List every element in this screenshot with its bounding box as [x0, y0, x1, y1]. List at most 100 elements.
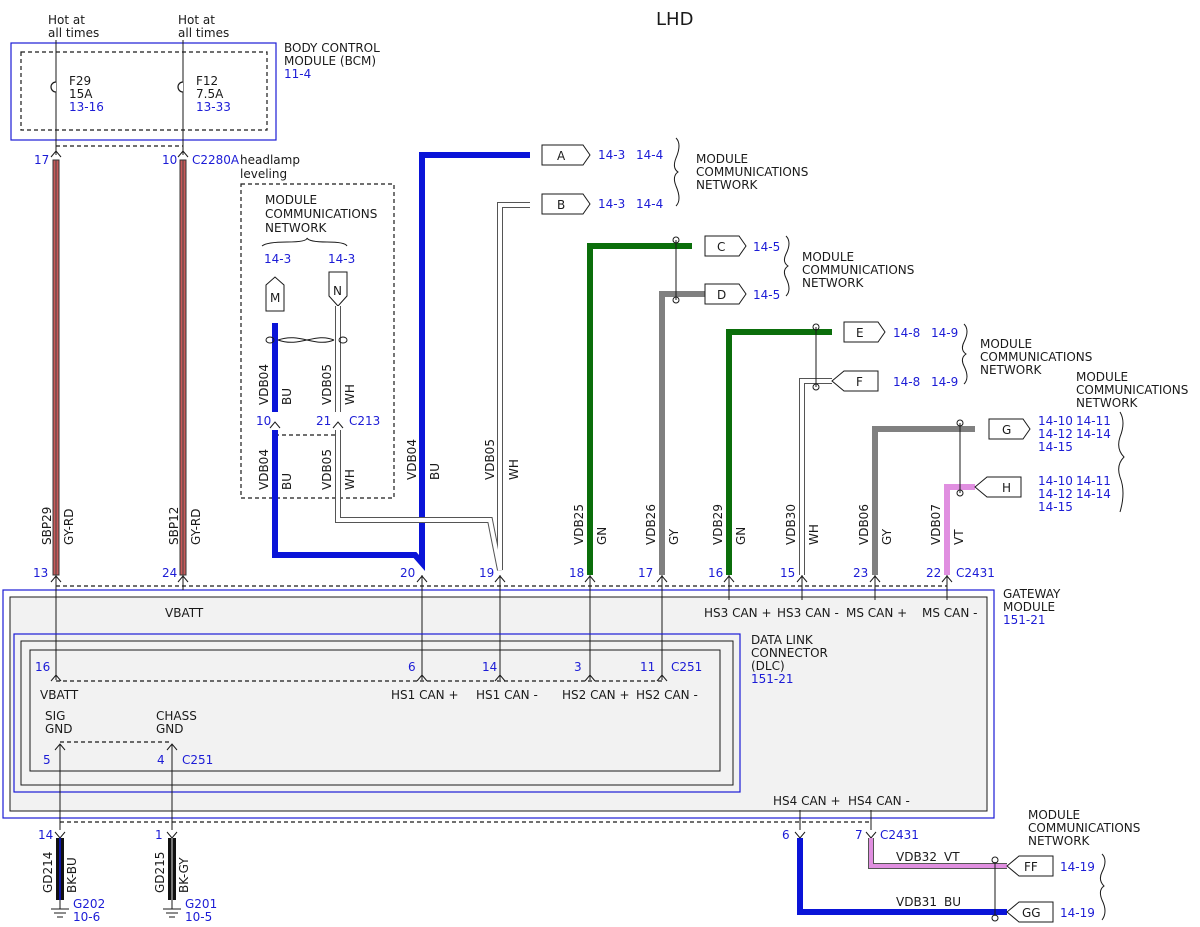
- gw-bottom-pin-7: 7: [855, 828, 863, 842]
- vdb06-circuit: VDB06: [857, 504, 871, 545]
- tag-h-icon: [974, 476, 1022, 498]
- gd214-color: BK-BU: [65, 857, 79, 893]
- twist-mn-cap-left: [265, 336, 275, 344]
- gd215-circuit: GD215: [153, 852, 167, 893]
- bcm-pin-17: 17: [34, 153, 49, 167]
- vdb05-wire: [336, 203, 530, 571]
- headlamp-pin-10: 10: [256, 414, 271, 428]
- tag-g-ref-4: 14-14: [1076, 427, 1111, 441]
- brace-cd: [783, 235, 790, 297]
- gateway-name-2: MODULE: [1003, 600, 1055, 614]
- dlc-hs1-can-minus: HS1 CAN -: [476, 688, 538, 702]
- gw-connector-top: C2431: [956, 566, 995, 580]
- tag-n: N: [333, 284, 342, 298]
- tag-e: E: [856, 326, 864, 340]
- ground-wires: GD214 BK-BU GD215 BK-GY G202 10-6 G201 1…: [41, 838, 217, 924]
- brace-ab: [673, 137, 680, 207]
- gw-pin-24: 24: [162, 566, 177, 580]
- vdb31-color: BU: [944, 895, 961, 909]
- vdb25-circuit: VDB25: [572, 504, 586, 545]
- dlc-gnd-leads: [59, 744, 173, 830]
- gw-vbatt: VBATT: [165, 606, 204, 620]
- g201-ref: 10-5: [185, 910, 212, 924]
- mcn-gh-3: NETWORK: [1076, 396, 1139, 410]
- gw-pin-23: 23: [853, 566, 868, 580]
- dlc-pin-3: 3: [574, 660, 582, 674]
- f12-rating: 7.5A: [196, 87, 224, 101]
- dlc-name-1: DATA LINK: [751, 633, 814, 647]
- vdb25-color: GN: [595, 527, 609, 545]
- headlamp-net-3: NETWORK: [265, 221, 328, 235]
- f29-rating: 15A: [69, 87, 93, 101]
- twist-gh-cap-top: [956, 419, 964, 427]
- f29-ref: 13-16: [69, 100, 104, 114]
- tag-d-ref: 14-5: [753, 288, 780, 302]
- f12-name: F12: [196, 74, 218, 88]
- vdb26-color: GY: [667, 528, 681, 545]
- g202-ref: 10-6: [73, 910, 100, 924]
- tag-a-ref-2: 14-4: [636, 148, 663, 162]
- bcm-pin-17-arrow: [50, 150, 62, 158]
- twist-cd-cap-top: [672, 236, 680, 244]
- dlc-vbatt: VBATT: [40, 688, 79, 702]
- dlc-ref: 151-21: [751, 672, 794, 686]
- gateway-name-1: GATEWAY: [1003, 587, 1061, 601]
- gw-ms-can-minus: MS CAN -: [922, 606, 978, 620]
- mcn-ef-2: COMMUNICATIONS: [980, 350, 1092, 364]
- twist-ef-cap-top: [812, 323, 820, 331]
- vdb26-wire: [659, 291, 705, 575]
- tag-e-ref-2: 14-9: [931, 326, 958, 340]
- vdb31-circuit: VDB31: [896, 895, 937, 909]
- network-labels: MODULE COMMUNICATIONS NETWORK MODULE COM…: [673, 137, 1188, 513]
- mcn-ffgg-1: MODULE: [1028, 808, 1080, 822]
- dlc-pin-16: 16: [35, 660, 50, 674]
- tag-ff-ref: 14-19: [1060, 860, 1095, 874]
- gw-ms-can-plus: MS CAN +: [846, 606, 907, 620]
- gw-bottom-pin-6: 6: [782, 828, 790, 842]
- tag-h-ref-3: 14-12: [1038, 487, 1073, 501]
- hs1-wires: VDB04 BU VDB05 WH: [272, 152, 530, 571]
- tag-g-icon: [988, 418, 1031, 440]
- c213-pin-21-arrow: [332, 421, 344, 429]
- headlamp-pin-21: 21: [316, 414, 331, 428]
- vdb04-low-color: BU: [280, 473, 294, 490]
- vdb29-wire: [726, 329, 832, 575]
- vdb05-low-circuit: VDB05: [320, 449, 334, 490]
- brace-ef: [961, 323, 968, 385]
- dlc-gnd-pin-5: 5: [43, 753, 51, 767]
- gw-bottom-pin-1: 1: [155, 828, 163, 842]
- bcm-block: Hot at all times Hot at all times F29 15…: [10, 13, 380, 167]
- vdb32-circuit: VDB32: [896, 850, 937, 864]
- vdb32-wire-outline: [868, 838, 1007, 869]
- vdb04-wire: [272, 152, 530, 571]
- vdb31-wire: [797, 838, 1007, 915]
- hot-label-2a: Hot at: [178, 13, 215, 27]
- bcm-fuse-box: [20, 51, 268, 131]
- vdb07-wire: [944, 484, 975, 575]
- vdb32-color: VT: [944, 850, 960, 864]
- dlc-hs2-can-plus: HS2 CAN +: [562, 688, 630, 702]
- mcn-ffgg-2: COMMUNICATIONS: [1028, 821, 1140, 835]
- tag-f-ref-2: 14-9: [931, 375, 958, 389]
- headlamp-label-2: leveling: [240, 167, 287, 181]
- dlc-gnd-pin-4: 4: [157, 753, 165, 767]
- vdb30-wire: [800, 379, 832, 575]
- hs2-wires: VDB25 GN VDB26 GY: [572, 236, 705, 575]
- tag-h-ref-1: 14-10: [1038, 474, 1073, 488]
- gw-bottom-pin-14: 14: [38, 828, 53, 842]
- tag-e-icon: [843, 321, 886, 343]
- tag-g-ref-1: 14-10: [1038, 414, 1073, 428]
- g201-name: G201: [185, 897, 217, 911]
- gw-pin-19: 19: [479, 566, 494, 580]
- gw-hs4-can-minus: HS4 CAN -: [848, 794, 910, 808]
- tag-d-icon: [704, 283, 747, 305]
- vdb25-wire: [587, 243, 692, 575]
- tag-c: C: [717, 240, 725, 254]
- dlc-sig-gnd-2: GND: [45, 722, 73, 736]
- twist-gh-cap-bottom: [956, 489, 964, 497]
- dlc-hs1-can-plus: HS1 CAN +: [391, 688, 459, 702]
- f29-name: F29: [69, 74, 91, 88]
- tag-a-icon: [541, 144, 591, 166]
- mcn-ef-3: NETWORK: [980, 363, 1043, 377]
